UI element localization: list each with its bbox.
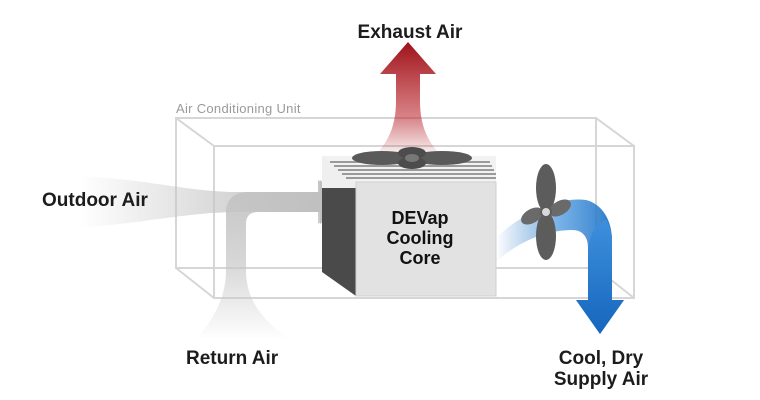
return-air-arrow bbox=[196, 180, 352, 340]
supply-air-label: Cool, Dry Supply Air bbox=[536, 348, 666, 390]
air-conditioning-unit-label: Air Conditioning Unit bbox=[176, 101, 301, 116]
supply-label-line1: Cool, Dry bbox=[558, 348, 644, 369]
supply-label-line2: Supply Air bbox=[553, 369, 649, 390]
supply-air-arrow bbox=[496, 199, 624, 334]
core-label-line3: Core bbox=[399, 248, 441, 268]
exhaust-air-label: Exhaust Air bbox=[357, 22, 463, 43]
core-label-line2: Cooling bbox=[386, 228, 454, 248]
outdoor-air-label: Outdoor Air bbox=[42, 190, 148, 211]
return-air-label: Return Air bbox=[186, 348, 279, 369]
outdoor-air-arrow bbox=[80, 176, 352, 228]
cooling-core-label: DEVap Cooling Core bbox=[370, 208, 470, 268]
exhaust-arrow bbox=[372, 42, 444, 158]
fan-icon bbox=[521, 164, 571, 260]
core-label-line1: DEVap bbox=[391, 208, 449, 228]
fan-icon bbox=[352, 147, 472, 169]
